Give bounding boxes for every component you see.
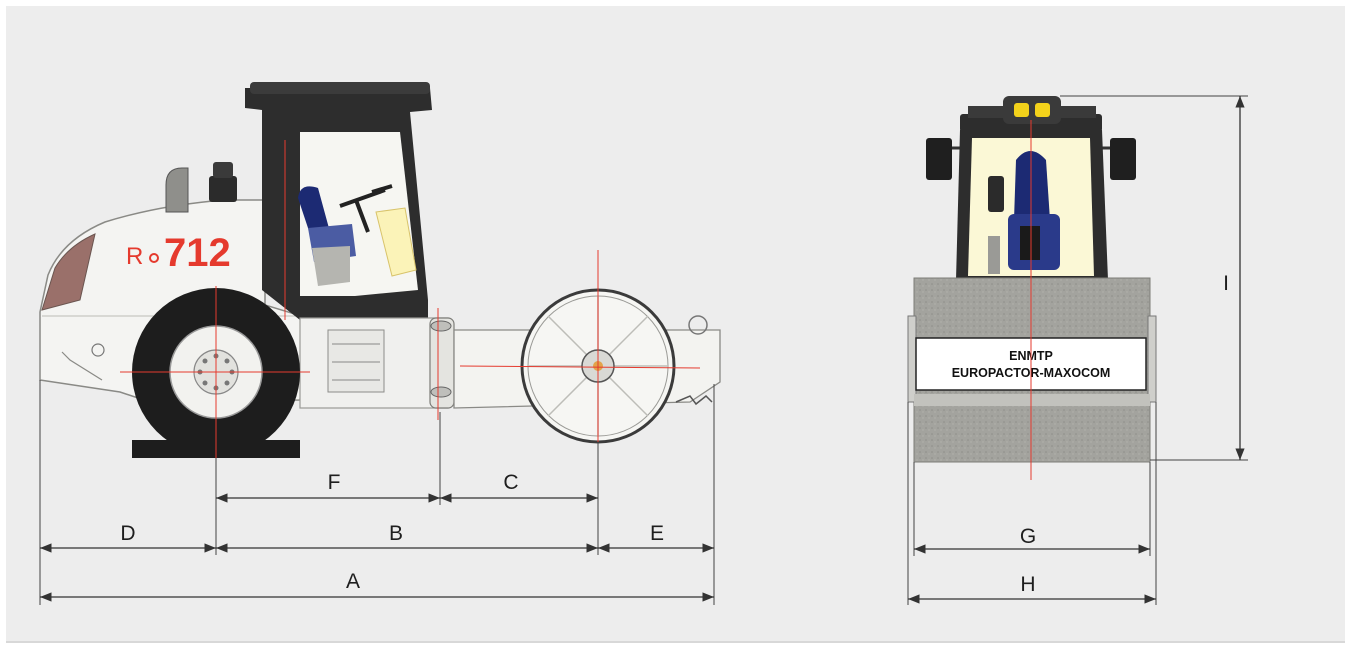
extension-lines-front <box>907 95 1248 605</box>
mirror-right <box>1110 138 1136 180</box>
air-filter <box>209 176 237 202</box>
tow-hook <box>688 315 708 335</box>
front-view-roller: ENMTP EUROPACTOR-MAXOCOM <box>907 96 1157 480</box>
logo-emblem <box>91 343 105 357</box>
extension-lines-side <box>39 380 715 605</box>
steering-column <box>339 184 393 233</box>
rear-grille <box>41 233 96 311</box>
dimension-label-h: H <box>1020 573 1035 596</box>
dimension-label-b: B <box>389 522 403 545</box>
beacon-light-right <box>1035 103 1050 117</box>
mirror-left <box>926 138 952 180</box>
control-lever <box>988 176 1004 212</box>
dimension-label-a: A <box>346 570 360 593</box>
operator-seat-back <box>298 186 330 240</box>
control-console <box>375 207 417 277</box>
exhaust-pipe <box>165 167 189 213</box>
beacon-housing <box>1003 96 1061 124</box>
dimension-label-c: C <box>503 471 518 494</box>
side-view-roller: R 712 <box>39 82 721 462</box>
dimension-label-f: F <box>328 471 341 494</box>
dimension-label-g: G <box>1020 525 1036 548</box>
dimension-label-d: D <box>120 522 135 545</box>
operator-seat-front <box>1014 151 1050 220</box>
centerlines-side <box>120 140 701 462</box>
dimension-label-i: I <box>1223 272 1229 295</box>
model-badge-prefix: R <box>126 243 143 270</box>
beacon-light-left <box>1014 103 1029 117</box>
dimension-label-e: E <box>650 522 664 545</box>
model-badge-number: 712 <box>164 231 231 275</box>
